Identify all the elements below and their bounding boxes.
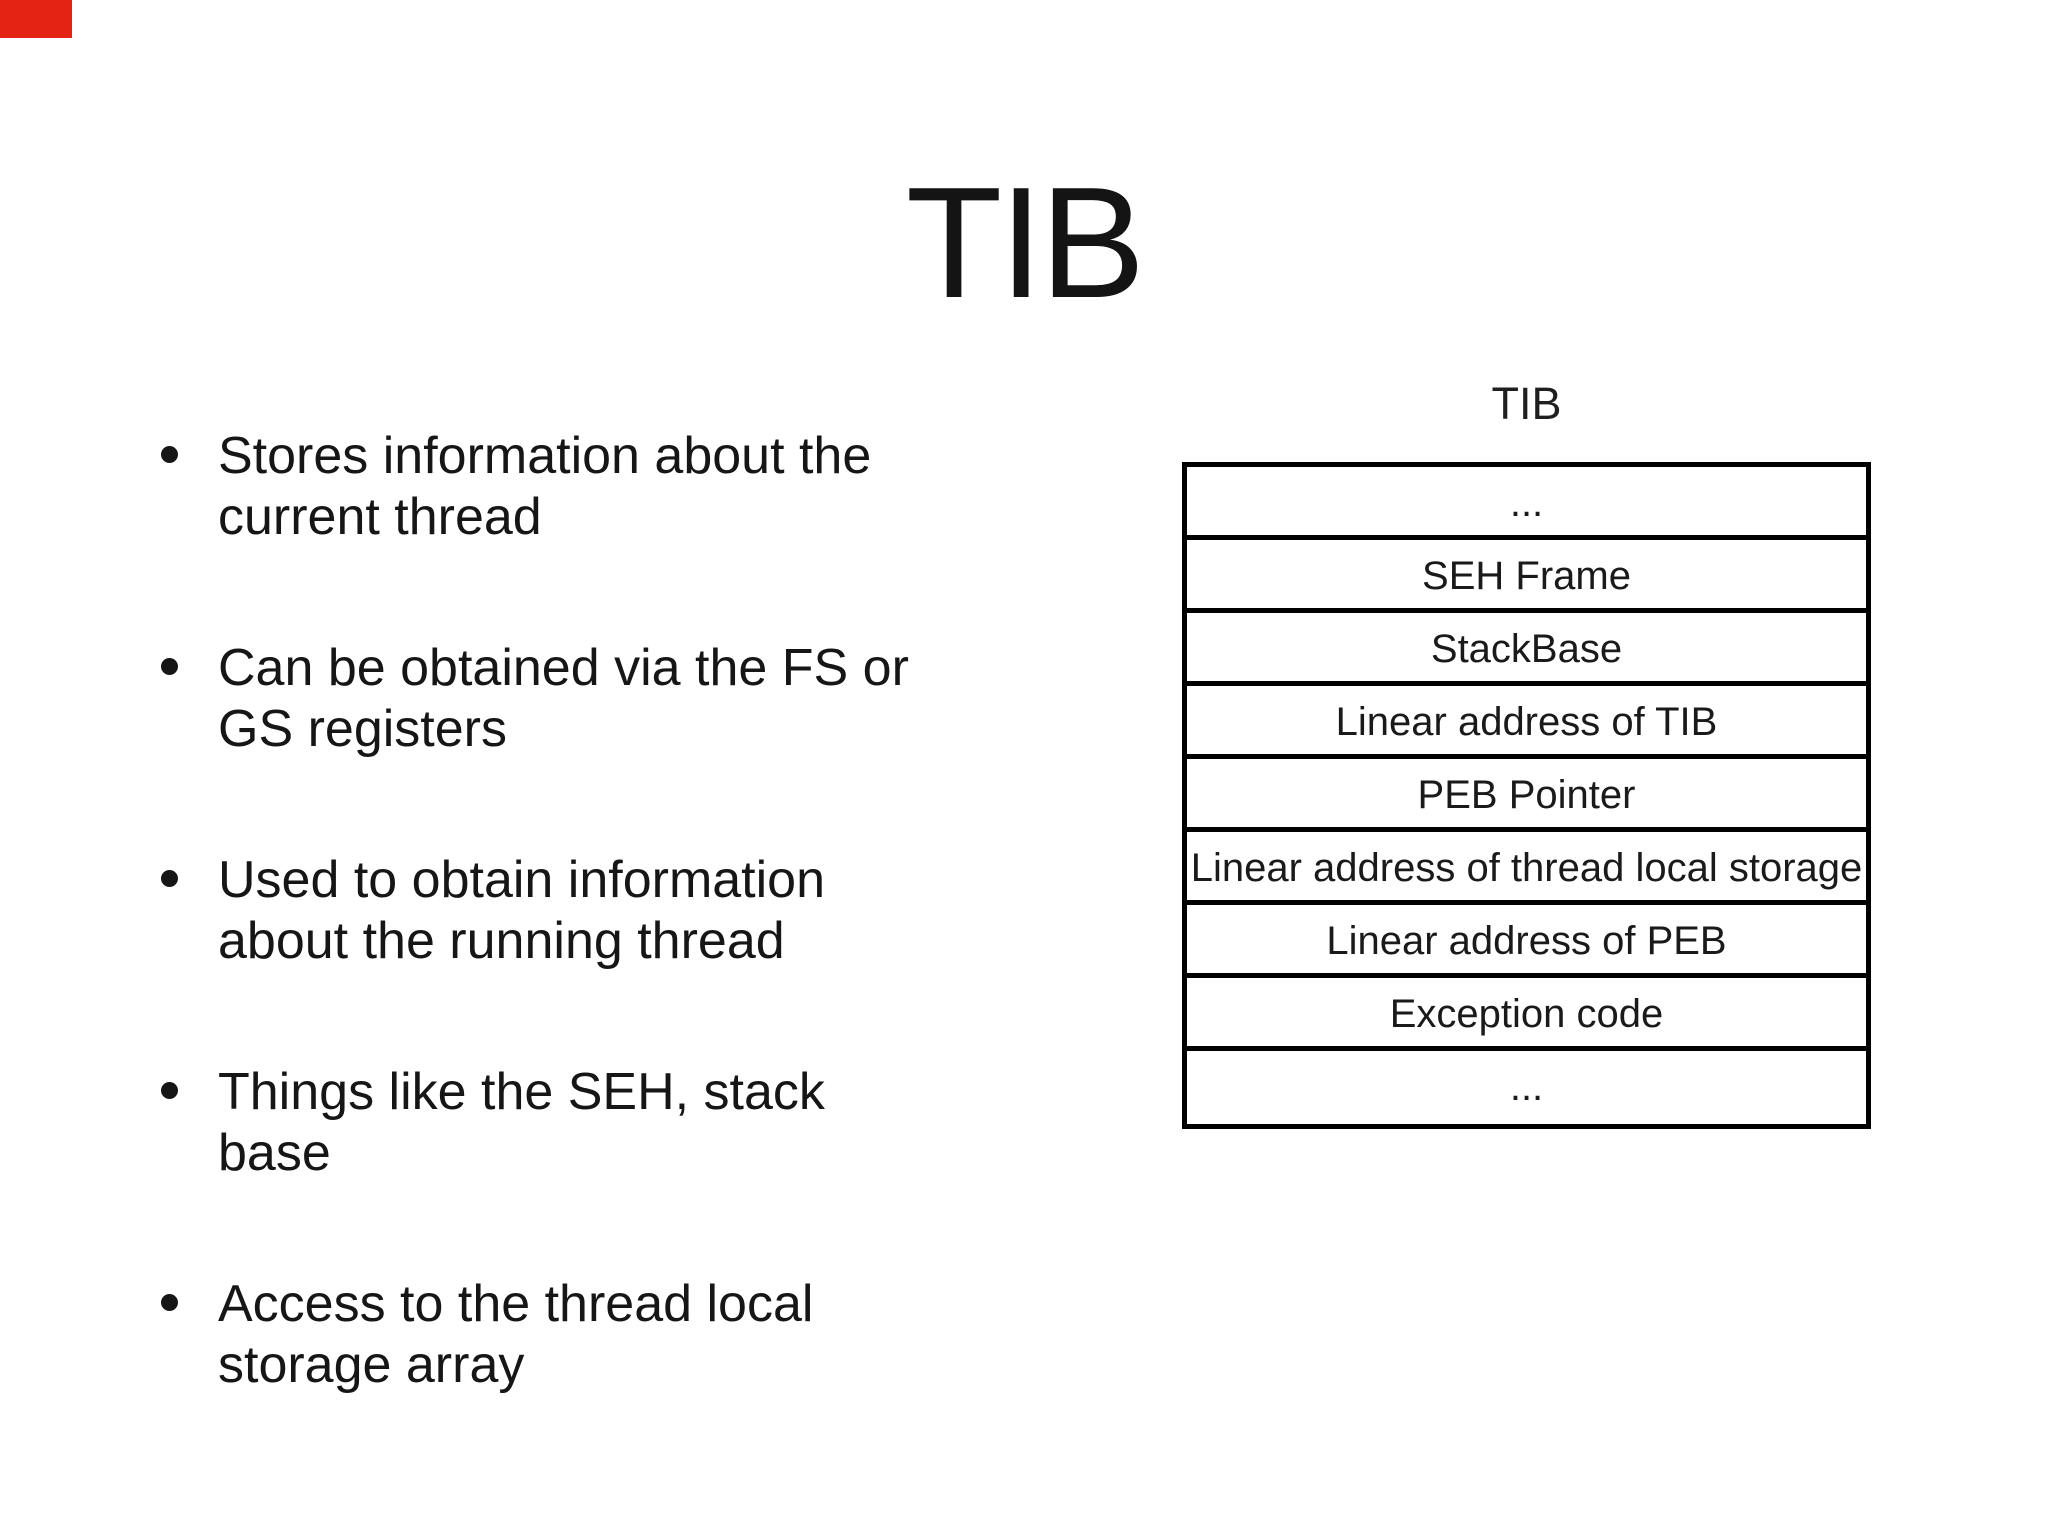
tib-table-row: ... bbox=[1509, 1065, 1544, 1109]
bullet-dot-icon bbox=[161, 446, 178, 463]
bullet-text-line: Things like the SEH, stack bbox=[218, 1063, 825, 1121]
tib-table-row: Linear address of PEB bbox=[1187, 905, 1866, 978]
bullet-item: Used to obtain information about the run… bbox=[160, 850, 1040, 972]
bullet-item: Stores information about the current thr… bbox=[160, 426, 1040, 548]
bullet-text-line: Access to the thread local bbox=[218, 1275, 814, 1333]
bullet-dot-icon bbox=[161, 1294, 178, 1311]
bullet-item: Things like the SEH, stack base bbox=[160, 1062, 1040, 1184]
bullet-text-line: base bbox=[218, 1124, 331, 1182]
bullet-text-line: storage array bbox=[218, 1336, 525, 1394]
tib-table-row: ... bbox=[1187, 467, 1866, 540]
bullet-list: Stores information about the current thr… bbox=[160, 426, 1040, 1486]
bullet-dot-icon bbox=[161, 870, 178, 887]
tib-structure-table: ... SEH Frame StackBase Linear address o… bbox=[1182, 462, 1871, 1129]
bullet-text-line: current thread bbox=[218, 488, 542, 546]
page-title: TIB bbox=[905, 155, 1145, 331]
bullet-dot-icon bbox=[161, 658, 178, 675]
bullet-text-line: Can be obtained via the FS or bbox=[218, 639, 909, 697]
tib-table-row: SEH Frame bbox=[1187, 540, 1866, 613]
bullet-text-line: Used to obtain information bbox=[218, 851, 826, 909]
bullet-dot-icon bbox=[161, 1082, 178, 1099]
tib-table-row: StackBase bbox=[1187, 613, 1866, 686]
tib-table-row: Exception code bbox=[1187, 978, 1866, 1051]
tib-table-row: PEB Pointer bbox=[1187, 759, 1866, 832]
bullet-text-line: Stores information about the bbox=[218, 427, 872, 485]
tib-diagram-caption: TIB bbox=[1491, 378, 1562, 429]
red-corner-marker bbox=[0, 0, 72, 38]
bullet-text-line: GS registers bbox=[218, 700, 507, 758]
tib-table-row: Linear address of TIB bbox=[1187, 686, 1866, 759]
bullet-text-line: about the running thread bbox=[218, 912, 785, 970]
tib-table-row: Linear address of thread local storage bbox=[1187, 832, 1866, 905]
bullet-item: Can be obtained via the FS or GS registe… bbox=[160, 638, 1040, 760]
bullet-item: Access to the thread local storage array bbox=[160, 1274, 1040, 1396]
